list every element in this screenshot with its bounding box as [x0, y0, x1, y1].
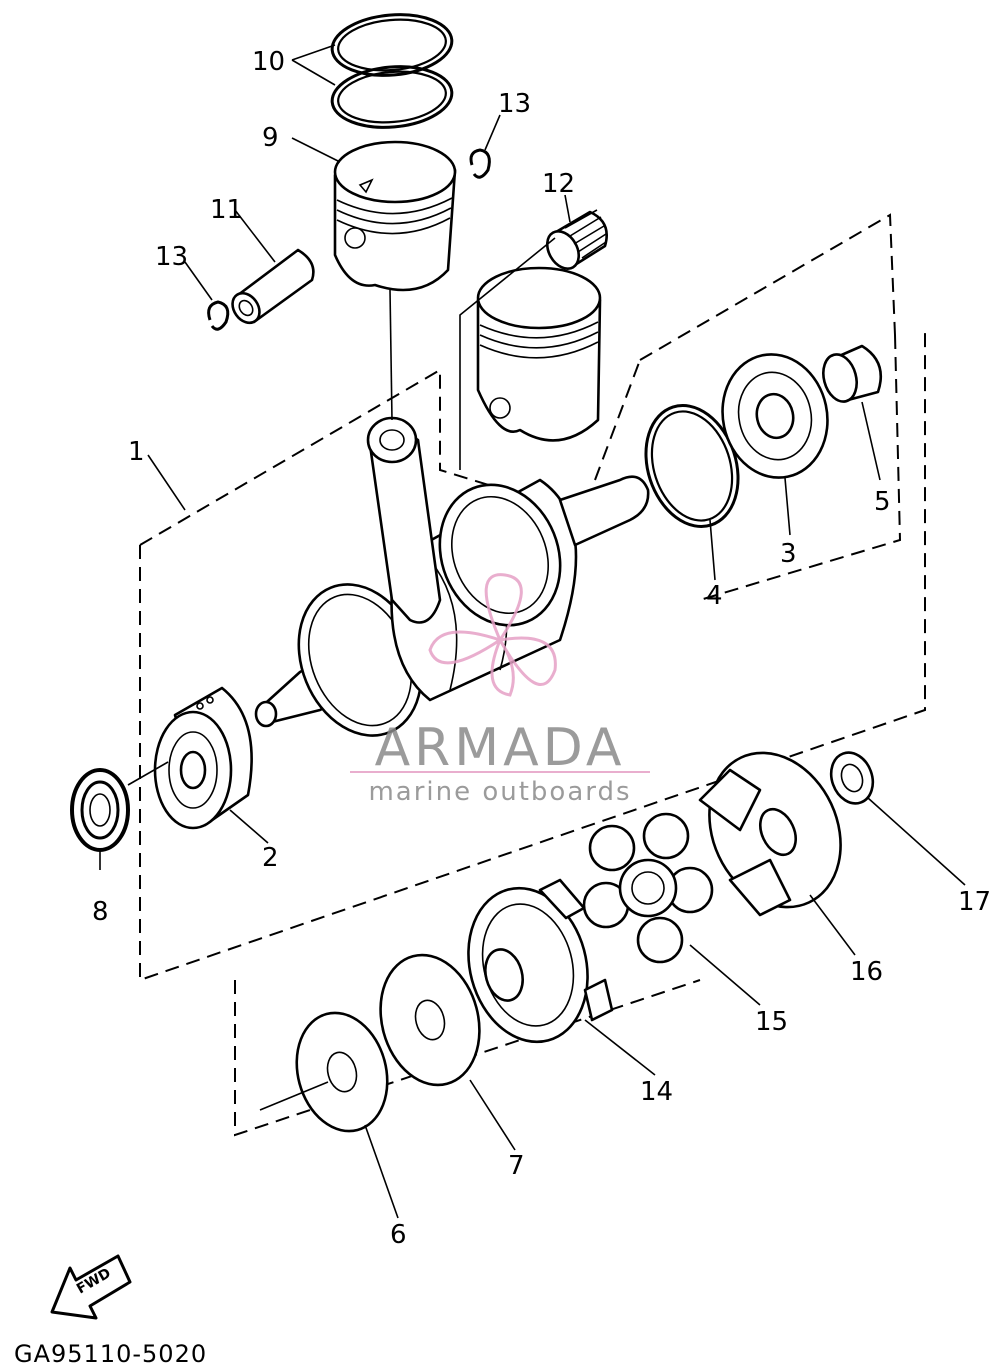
callout-9: 9: [262, 123, 279, 153]
callout-14: 14: [640, 1077, 673, 1107]
piston: [333, 140, 457, 292]
callout-6: 6: [390, 1220, 407, 1250]
assembly-boundary-bottom: [234, 979, 701, 1137]
assembly-boundary-top-right: [639, 213, 896, 361]
cover-plate: [295, 1011, 389, 1133]
spacer-plate: [379, 953, 481, 1087]
callout-4: 4: [706, 581, 723, 611]
callout-10: 10: [252, 47, 285, 77]
piston-pin: [231, 248, 315, 325]
callout-15: 15: [755, 1007, 788, 1037]
forward-direction-arrow: FWD: [50, 1254, 132, 1320]
callout-11: 11: [210, 195, 243, 225]
armada-watermark: ARMADA marine outboards: [350, 573, 650, 807]
callout-2: 2: [262, 843, 279, 873]
callout-3: 3: [780, 539, 797, 569]
flywheel-hub: [467, 878, 614, 1044]
diagram-code: GA95110-5020: [14, 1340, 207, 1368]
callout-12: 12: [542, 169, 575, 199]
assembly-boundary-right-inner: [594, 359, 641, 481]
watermark-brand: ARMADA: [375, 718, 626, 778]
callout-17: 17: [958, 887, 991, 917]
rubber-damper: [582, 812, 714, 964]
callout-7: 7: [508, 1151, 525, 1181]
piston-rings: [330, 13, 454, 129]
callout-16: 16: [850, 957, 883, 987]
callout-5: 5: [874, 487, 891, 517]
bushing: [822, 344, 883, 403]
callout-8: 8: [92, 897, 109, 927]
crank-bearing-left: [153, 686, 253, 830]
callout-13-left: 13: [155, 242, 188, 272]
drive-hub: [698, 751, 842, 917]
assembly-boundary-top-left: [139, 368, 506, 546]
leader-lines: [99, 44, 966, 1219]
piston-pin-clips: [207, 148, 491, 331]
callout-13-right: 13: [498, 89, 531, 119]
callout-labels: 10 9 11 13 13 12 1 2 8 4 3 5 17 16 15 14…: [92, 47, 991, 1250]
crankshaft-assembly: [254, 266, 650, 737]
callout-1: 1: [128, 437, 145, 467]
crank-bearing-right: [721, 353, 829, 479]
washer: [829, 751, 875, 805]
assembly-boundary-right-edge: [699, 334, 902, 601]
watermark-logo-icon: [428, 573, 557, 697]
needle-bearing: [545, 209, 608, 270]
assembly-boundary-crank: [139, 330, 926, 982]
oil-seal: [70, 768, 130, 852]
watermark-tagline: marine outboards: [368, 777, 631, 807]
